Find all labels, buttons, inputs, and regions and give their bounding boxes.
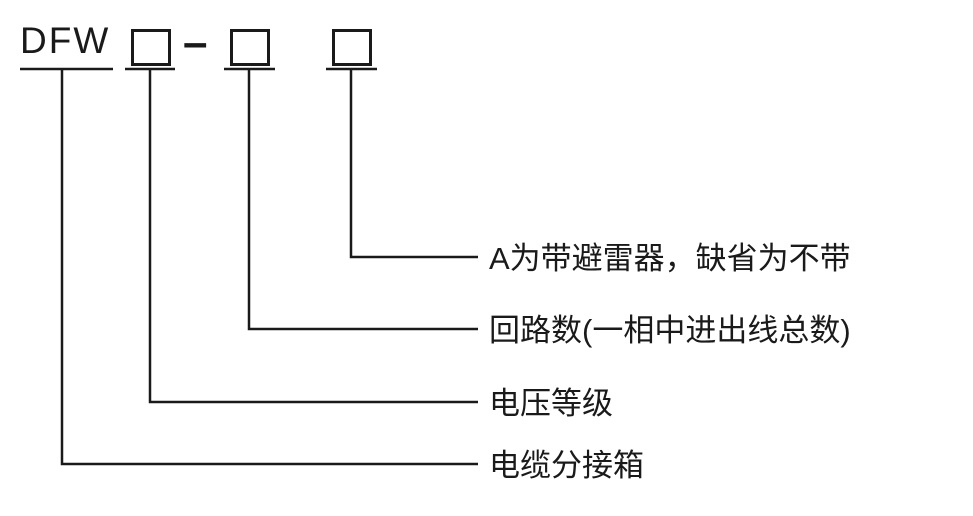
leader-circuits-label <box>247 69 478 331</box>
model-prefix: DFW <box>20 20 111 61</box>
label-voltage-class: 电压等级 <box>489 386 613 421</box>
arrester-placeholder-box <box>332 29 372 66</box>
leader-voltage-label <box>148 69 478 404</box>
leader-box-label <box>60 69 478 466</box>
label-arrester-option: A为带避雷器，缺省为不带 <box>489 241 851 276</box>
circuits-placeholder-box <box>230 29 270 66</box>
label-cable-branch-box: 电缆分接箱 <box>489 448 644 483</box>
model-separator-dash: – <box>183 18 208 67</box>
label-circuit-count: 回路数(一相中进出线总数) <box>489 313 851 348</box>
leader-arrester-label <box>349 69 478 259</box>
voltage-placeholder-box <box>131 29 171 66</box>
